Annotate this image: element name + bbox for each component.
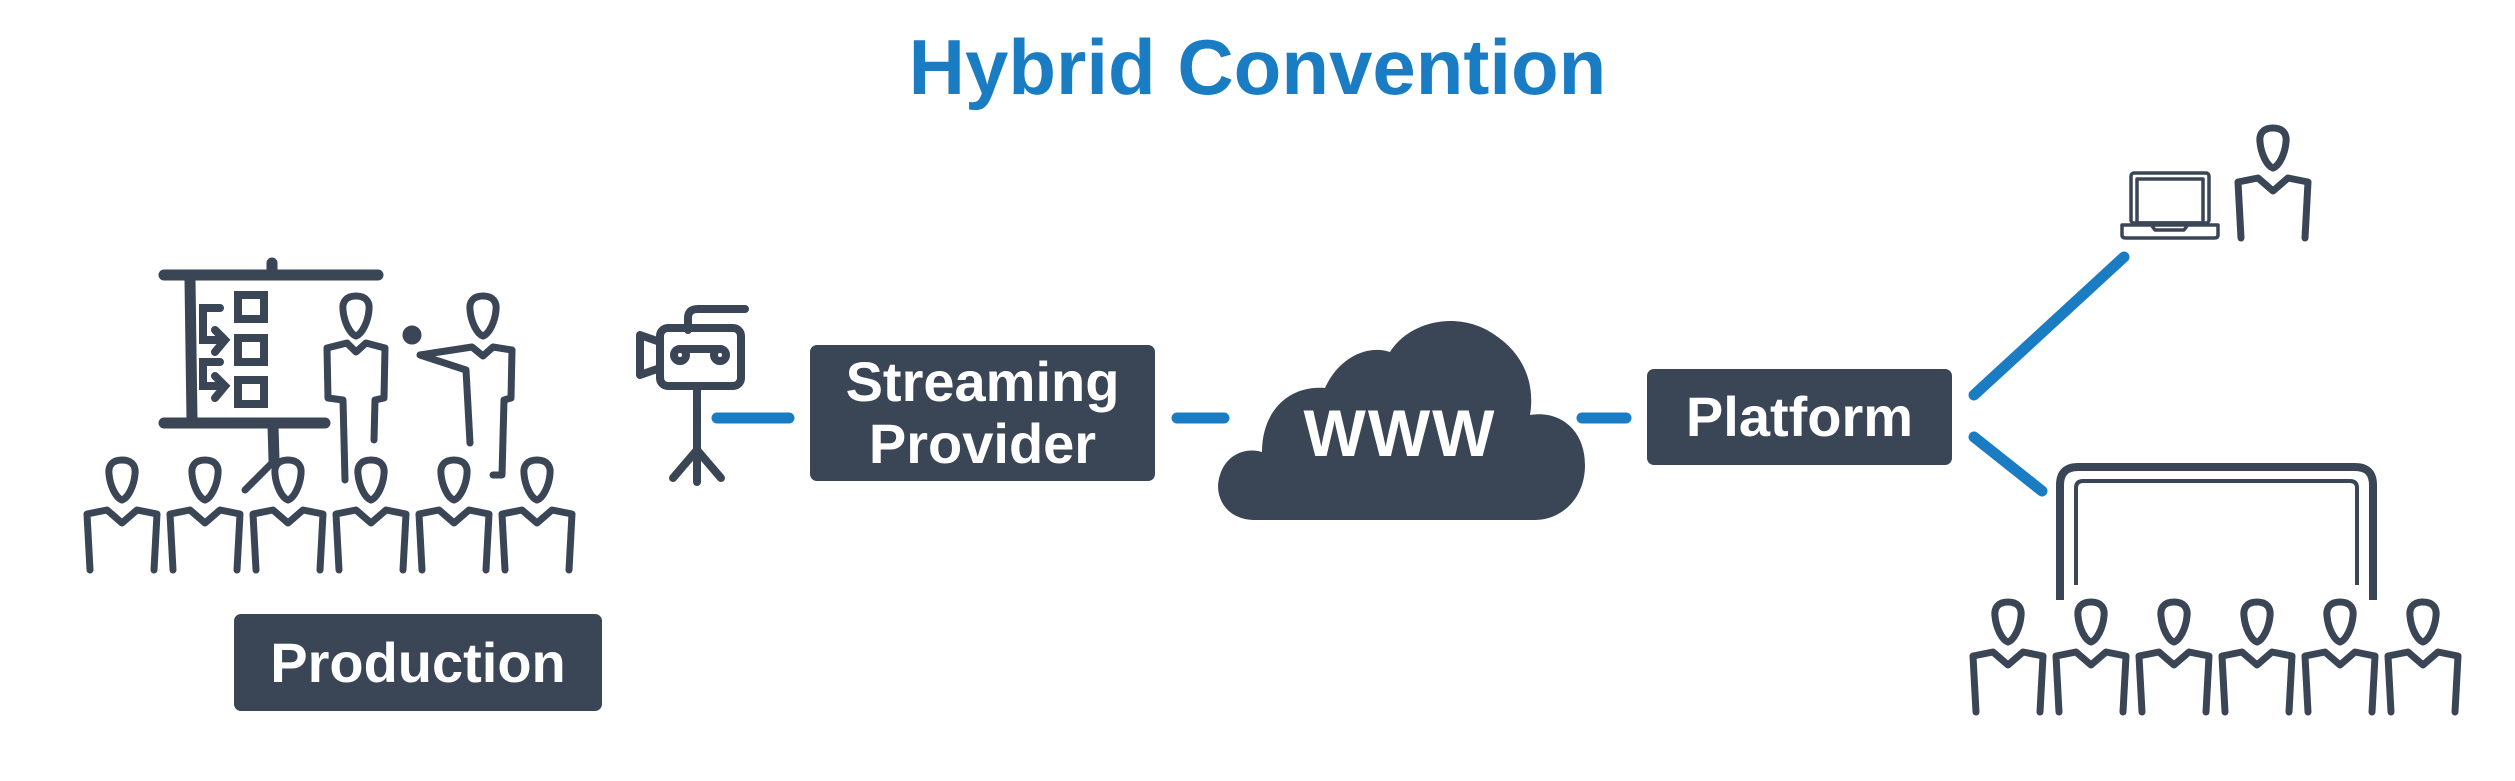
remote-viewer-icon bbox=[2238, 128, 2308, 238]
projection-screen-icon bbox=[2056, 463, 2377, 600]
audience-person-icon bbox=[2305, 602, 2375, 712]
venue-audience bbox=[1973, 602, 2458, 712]
platform-label: Platform bbox=[1685, 385, 1914, 449]
platform-node: Platform bbox=[1647, 369, 1952, 465]
diagram-title: Hybrid Convention bbox=[908, 23, 1607, 111]
audience-person-icon bbox=[87, 460, 157, 570]
presentation-board-icon bbox=[158, 257, 384, 494]
laptop-icon bbox=[2120, 171, 2220, 240]
audience-person-icon bbox=[1973, 602, 2043, 712]
audience-person-icon bbox=[2056, 602, 2126, 712]
audience-person-icon bbox=[419, 460, 489, 570]
platform-venue-connector bbox=[1968, 431, 2048, 497]
production-label: Production bbox=[270, 630, 566, 694]
streaming-label-line1: Streaming bbox=[845, 350, 1120, 414]
presenter-icon bbox=[323, 292, 516, 484]
audience-person-icon bbox=[2222, 602, 2292, 712]
platform-remote-connector bbox=[1968, 251, 2130, 401]
audience-person-icon bbox=[2139, 602, 2209, 712]
video-camera-icon bbox=[636, 305, 749, 486]
audience-person-icon bbox=[170, 460, 240, 570]
streaming-label-line2: Provider bbox=[868, 412, 1097, 475]
streaming-provider-node: Streaming Provider bbox=[810, 345, 1155, 481]
cloud-icon bbox=[1218, 320, 1585, 520]
www-label: WWW bbox=[1303, 396, 1497, 470]
audience-person-icon bbox=[502, 460, 572, 570]
production-node: Production bbox=[234, 614, 602, 711]
connectors bbox=[711, 251, 2130, 497]
audience-person-icon bbox=[2388, 602, 2458, 712]
audience-person-icon bbox=[253, 460, 323, 570]
